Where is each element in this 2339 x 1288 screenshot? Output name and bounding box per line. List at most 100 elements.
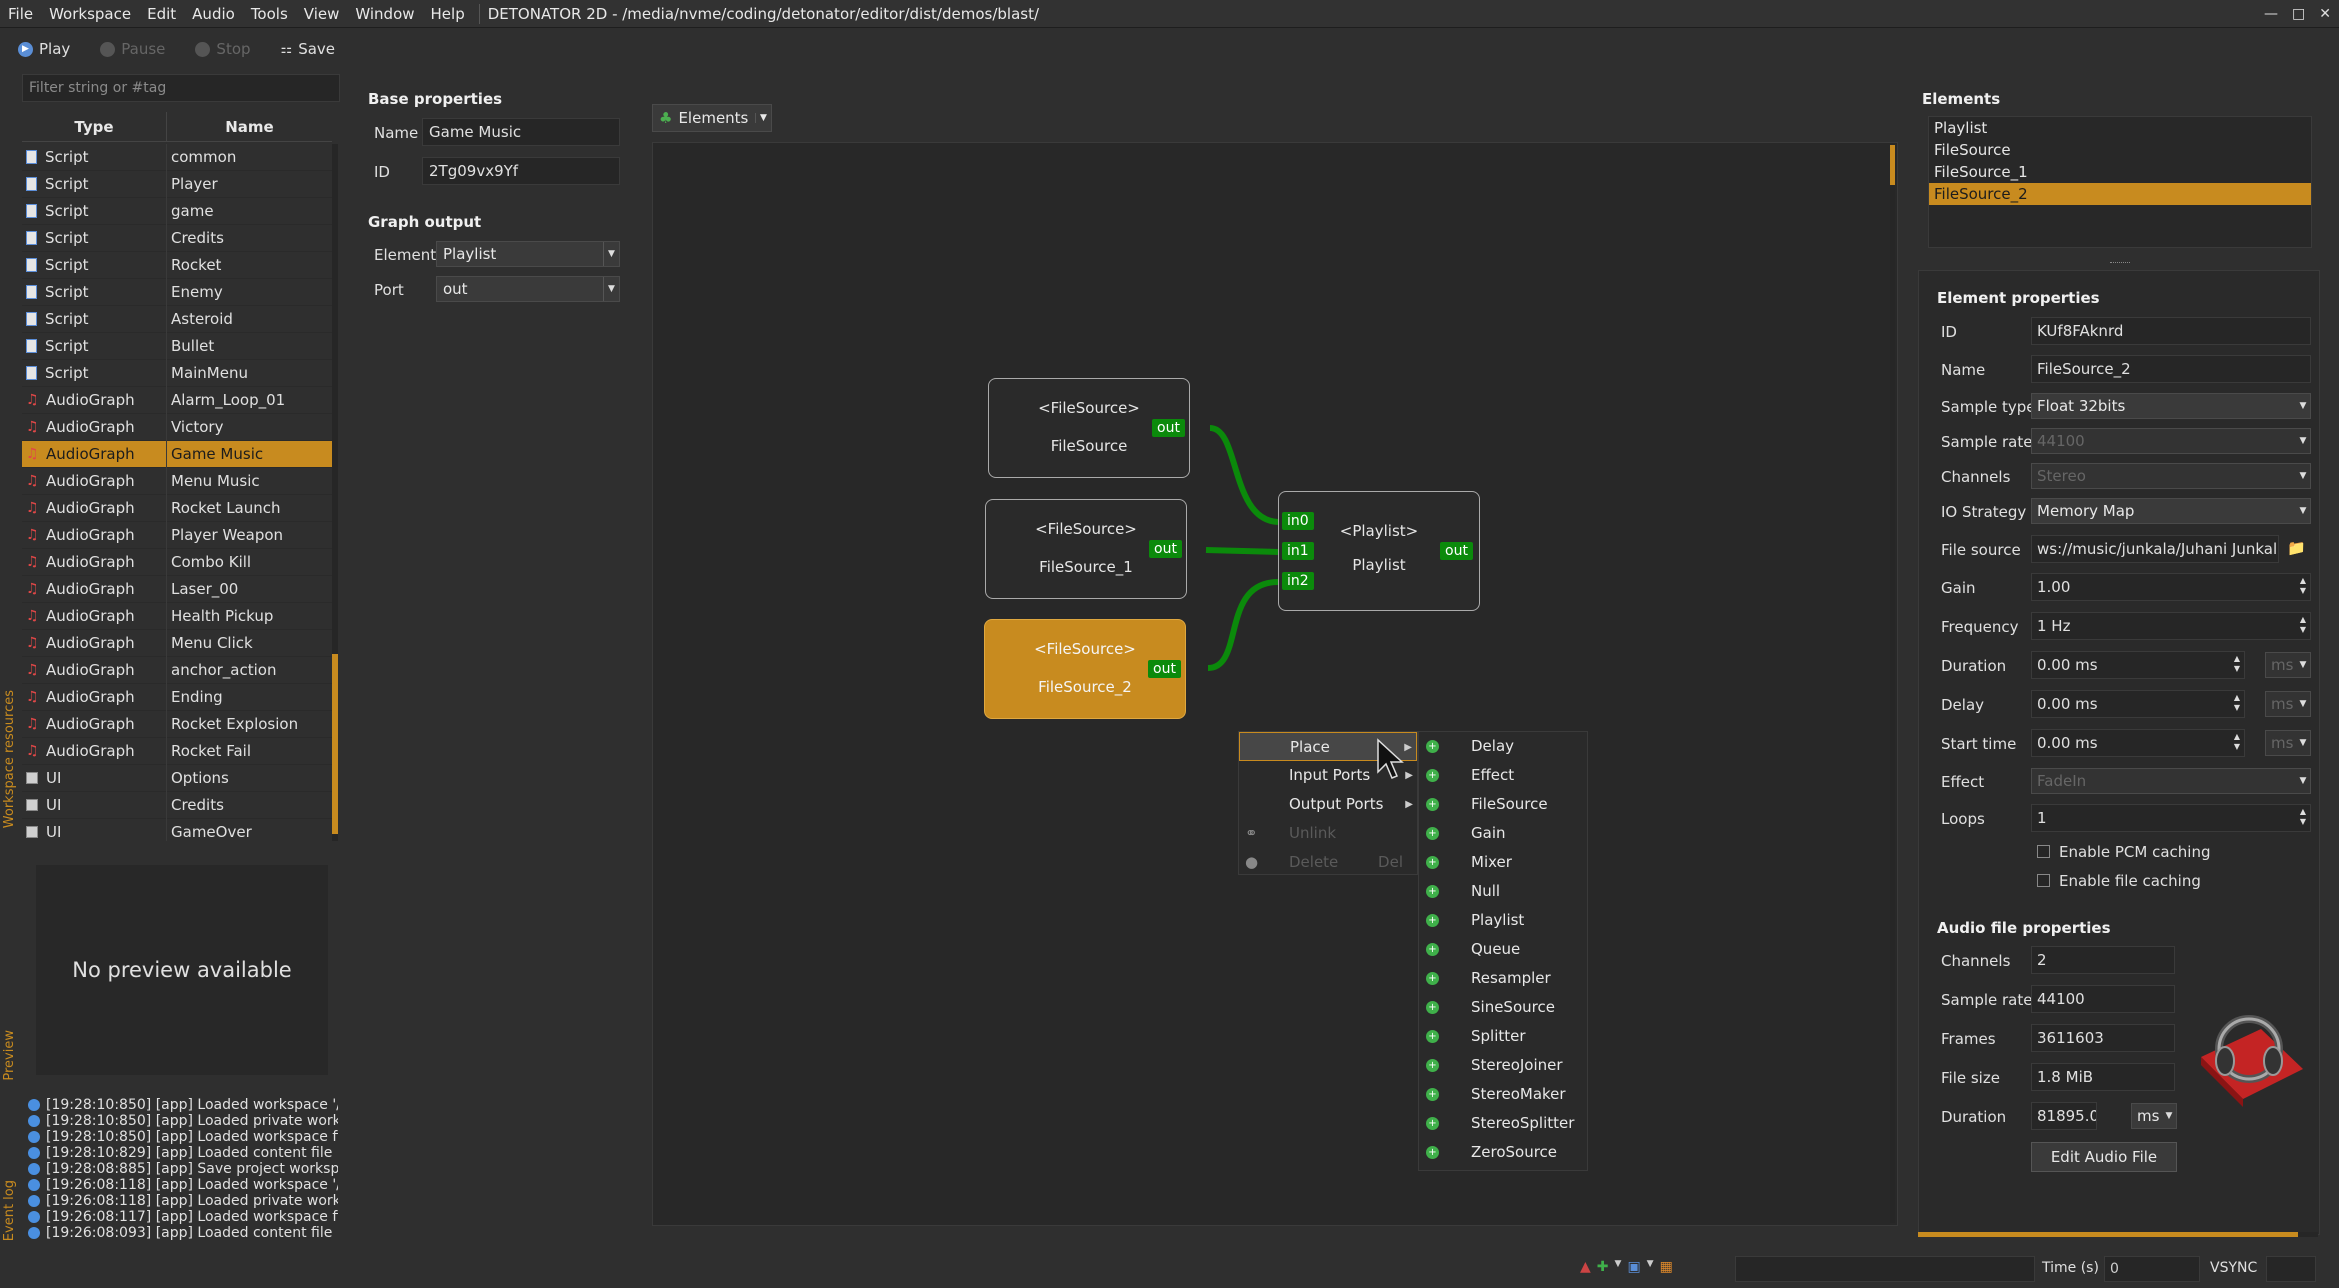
chevron-down-icon[interactable]: ▼ xyxy=(755,113,771,123)
port-in0[interactable]: in0 xyxy=(1282,512,1314,530)
port-out[interactable]: out xyxy=(1149,540,1182,558)
af-channels-field[interactable]: 2 xyxy=(2031,946,2175,974)
menu-workspace[interactable]: Workspace xyxy=(49,4,132,23)
spin-icon[interactable]: ▲▼ xyxy=(2299,576,2307,595)
delay-unit-select[interactable]: ms▼ xyxy=(2265,691,2311,717)
place-item-zerosource[interactable]: +ZeroSource xyxy=(1419,1138,1587,1167)
place-item-null[interactable]: +Null xyxy=(1419,877,1587,906)
spin-icon[interactable]: ▲▼ xyxy=(2233,693,2241,712)
pause-button[interactable]: Pause xyxy=(100,40,165,58)
spin-icon[interactable]: ▲▼ xyxy=(2299,807,2307,826)
place-item-effect[interactable]: +Effect xyxy=(1419,761,1587,790)
screen-icon[interactable]: ▣ xyxy=(1627,1259,1641,1275)
menu-edit[interactable]: Edit xyxy=(147,4,177,23)
menu-view[interactable]: View xyxy=(303,4,340,23)
menu-audio[interactable]: Audio xyxy=(192,4,235,23)
af-file-size-field[interactable]: 1.8 MiB xyxy=(2031,1063,2175,1091)
stop-button[interactable]: Stop xyxy=(195,40,251,58)
column-type[interactable]: Type xyxy=(22,112,167,141)
save-button[interactable]: ⚏Save xyxy=(280,40,336,58)
el-id-field[interactable]: KUf8FAknrd xyxy=(2031,317,2311,345)
sample-type-select[interactable]: Float 32bits▼ xyxy=(2031,393,2311,419)
af-sample-rate-field[interactable]: 44100 xyxy=(2031,985,2175,1013)
duration-field[interactable]: 0.00 ms▲▼ xyxy=(2031,651,2245,679)
tab-elements[interactable]: ♣ Elements ▼ xyxy=(652,104,772,132)
port-out[interactable]: out xyxy=(1440,542,1473,560)
link-fs2-in2[interactable] xyxy=(1207,579,1279,671)
place-item-resampler[interactable]: +Resampler xyxy=(1419,964,1587,993)
port-select[interactable]: out▼ xyxy=(436,276,620,302)
spin-icon[interactable]: ▲▼ xyxy=(2299,615,2307,634)
menu-item-output-ports[interactable]: Output Ports▶ xyxy=(1239,790,1417,819)
place-item-stereojoiner[interactable]: +StereoJoiner xyxy=(1419,1051,1587,1080)
af-frames-field[interactable]: 3611603 xyxy=(2031,1024,2175,1052)
name-field[interactable]: Game Music xyxy=(422,118,620,146)
start-unit-select[interactable]: ms▼ xyxy=(2265,730,2311,756)
graph-canvas[interactable] xyxy=(652,142,1898,1226)
io-strategy-select[interactable]: Memory Map▼ xyxy=(2031,498,2311,524)
close-icon[interactable]: ✕ xyxy=(2319,6,2331,22)
filter-input[interactable]: Filter string or #tag xyxy=(22,74,340,102)
menu-item-unlink[interactable]: ⚭Unlink xyxy=(1239,819,1417,848)
spin-icon[interactable]: ▲▼ xyxy=(2233,654,2241,673)
pcm-caching-checkbox[interactable] xyxy=(2037,845,2050,858)
place-item-splitter[interactable]: +Splitter xyxy=(1419,1022,1587,1051)
column-name[interactable]: Name xyxy=(225,118,274,136)
menu-item-input-ports[interactable]: Input Ports▶ xyxy=(1239,761,1417,790)
splitter-handle[interactable] xyxy=(2110,262,2130,264)
id-field[interactable]: 2Tg09vx9Yf xyxy=(422,157,620,185)
place-item-playlist[interactable]: +Playlist xyxy=(1419,906,1587,935)
place-item-stereosplitter[interactable]: +StereoSplitter xyxy=(1419,1109,1587,1138)
file-caching-checkbox[interactable] xyxy=(2037,874,2050,887)
list-item[interactable]: FileSource xyxy=(1934,141,2011,159)
link-fs1-in1[interactable] xyxy=(1205,547,1279,555)
duration-unit-select[interactable]: ms▼ xyxy=(2265,652,2311,678)
menu-window[interactable]: Window xyxy=(355,4,415,23)
link-fs-in0[interactable] xyxy=(1209,425,1279,525)
port-in2[interactable]: in2 xyxy=(1282,572,1314,590)
delay-field[interactable]: 0.00 ms▲▼ xyxy=(2031,690,2245,718)
chevron-down-icon[interactable]: ▼ xyxy=(1646,1259,1654,1269)
port-out[interactable]: out xyxy=(1152,419,1185,437)
time-field[interactable]: 0 xyxy=(2104,1256,2200,1282)
gain-field[interactable]: 1.00▲▼ xyxy=(2031,573,2311,601)
list-item[interactable]: Playlist xyxy=(1934,119,1988,137)
list-item[interactable]: FileSource_1 xyxy=(1934,163,2028,181)
channels-select[interactable]: Stereo▼ xyxy=(2031,463,2311,489)
add-icon[interactable]: ✚ xyxy=(1596,1259,1609,1275)
chevron-down-icon[interactable]: ▼ xyxy=(1614,1259,1622,1269)
graph-scrollbar[interactable] xyxy=(1890,145,1895,1223)
vsync-field[interactable] xyxy=(2266,1256,2316,1282)
maximize-icon[interactable]: □ xyxy=(2292,6,2306,22)
effect-select[interactable]: FadeIn▼ xyxy=(2031,768,2311,794)
port-out[interactable]: out xyxy=(1148,660,1181,678)
place-item-gain[interactable]: +Gain xyxy=(1419,819,1587,848)
spin-icon[interactable]: ▲▼ xyxy=(2233,732,2241,751)
start-time-field[interactable]: 0.00 ms▲▼ xyxy=(2031,729,2245,757)
menu-help[interactable]: Help xyxy=(430,4,465,23)
place-item-stereomaker[interactable]: +StereoMaker xyxy=(1419,1080,1587,1109)
widget-icon[interactable]: ▦ xyxy=(1659,1259,1673,1275)
menu-item-place[interactable]: Place▶ xyxy=(1239,732,1417,761)
el-name-field[interactable]: FileSource_2 xyxy=(2031,355,2311,383)
place-item-delay[interactable]: +Delay xyxy=(1419,732,1587,761)
